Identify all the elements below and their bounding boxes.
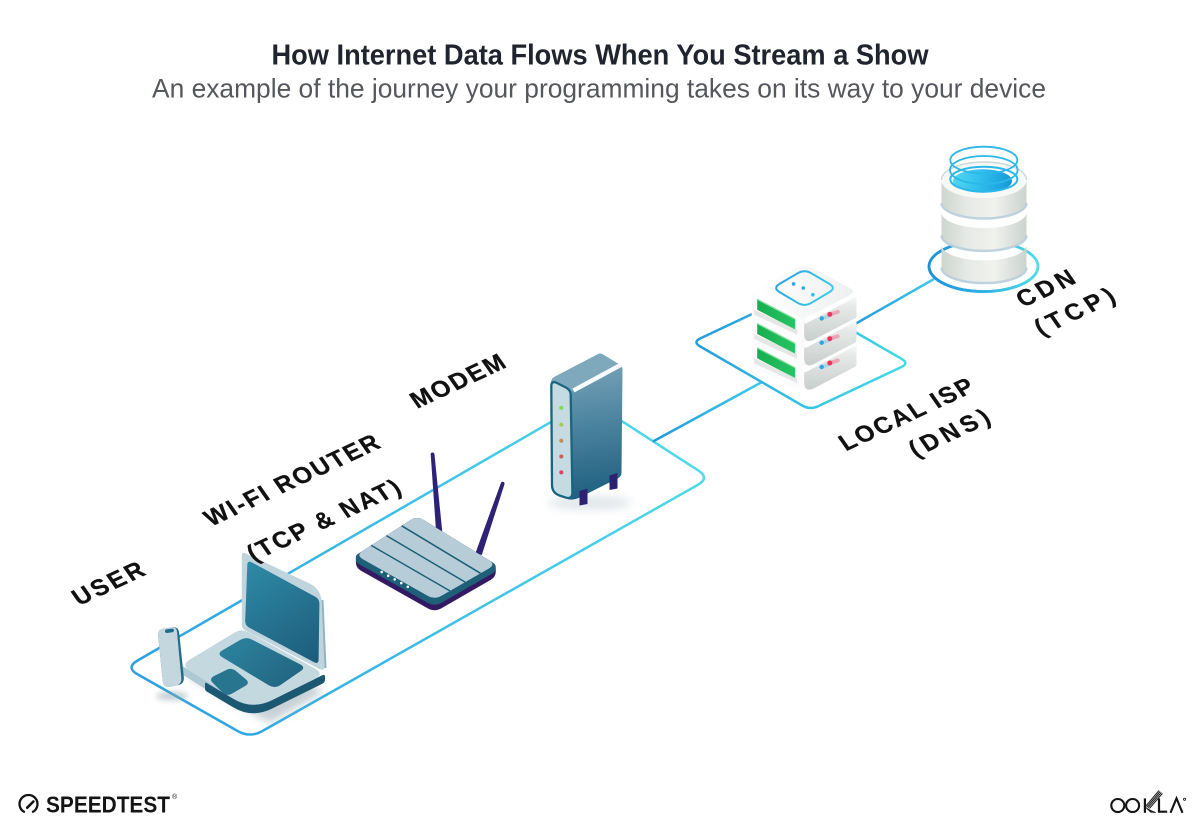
- svg-text:®: ®: [172, 793, 178, 801]
- svg-text:How Internet Data Flows When Y: How Internet Data Flows When You Stream …: [272, 40, 930, 72]
- svg-text:SPEEDTEST: SPEEDTEST: [46, 792, 171, 818]
- svg-text:An example of the journey your: An example of the journey your programmi…: [152, 74, 1046, 104]
- svg-text:USER: USER: [67, 556, 153, 611]
- svg-text:MODEM: MODEM: [405, 348, 513, 413]
